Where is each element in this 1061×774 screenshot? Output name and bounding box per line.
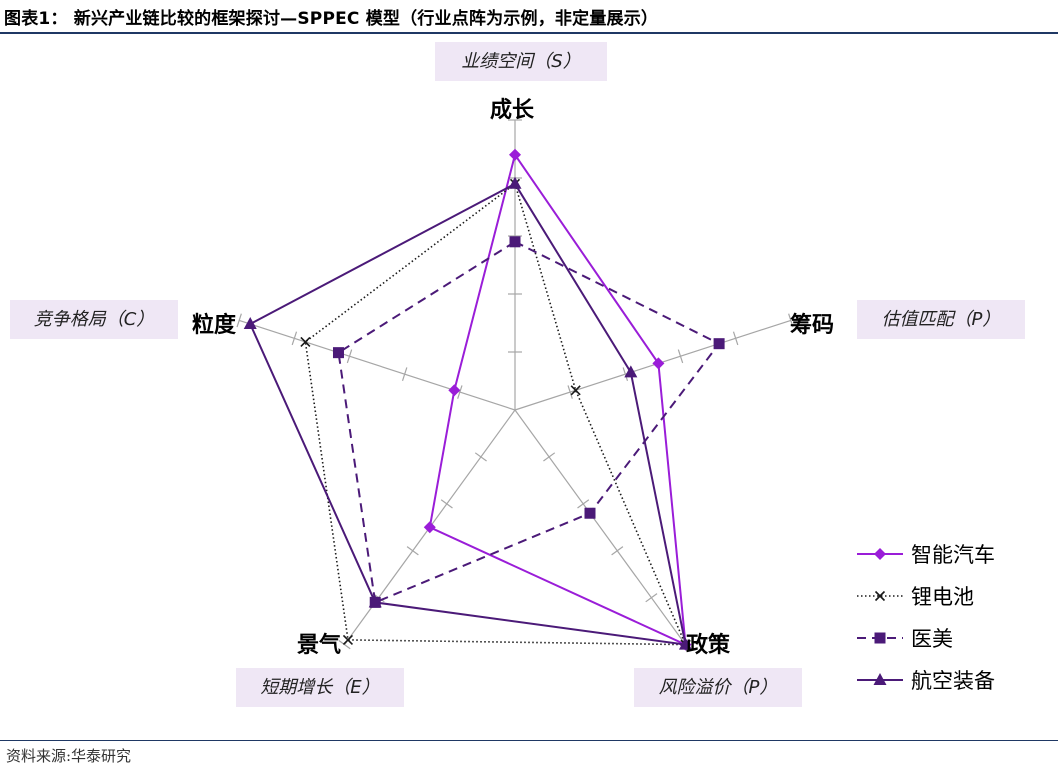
- radar-axis-tick: [346, 349, 353, 364]
- dimension-box-bottom-right: 风险溢价（P）: [634, 668, 802, 707]
- radar-axis-tick: [338, 640, 351, 650]
- radar-axis-line: [514, 409, 686, 645]
- radar-point: [448, 384, 461, 397]
- radar-axis-tick: [732, 331, 739, 346]
- radar-axis-tick: [611, 546, 624, 556]
- legend-swatch-marker: [874, 590, 886, 602]
- legend-label: 智能汽车: [911, 543, 995, 567]
- radar-series-3: [243, 176, 692, 650]
- legend-label: 锂电池: [911, 585, 974, 609]
- legend-swatch-0: [857, 548, 903, 560]
- radar-point: [243, 316, 257, 329]
- radar-axis-tick: [236, 313, 242, 328]
- dimension-box-right: 估值匹配（P）: [857, 300, 1025, 339]
- bottom-rule: [0, 740, 1058, 741]
- top-rule: [0, 32, 1058, 34]
- radar-axis-tick: [474, 452, 487, 462]
- radar-point: [570, 385, 581, 396]
- radar-axis-tick: [577, 499, 590, 509]
- radar-point: [713, 338, 725, 350]
- radar-series-1: [300, 178, 691, 650]
- radar-point: [509, 236, 521, 248]
- legend-swatch-marker: [874, 548, 886, 560]
- radar-series-line: [248, 182, 687, 646]
- legend-swatch-marker: [873, 673, 887, 685]
- legend-swatch-3: [857, 673, 903, 685]
- legend-swatch-1: [857, 590, 903, 602]
- radar-point: [584, 507, 596, 519]
- source-note: 资料来源:华泰研究: [6, 747, 132, 765]
- radar-axis-tick: [622, 367, 629, 381]
- radar-point: [678, 637, 692, 650]
- dimension-box-bottom-left: 短期增长（E）: [236, 668, 404, 707]
- radar-axis-line: [514, 319, 791, 411]
- legend-label: 航空装备: [911, 669, 995, 693]
- radar-axis-tick: [401, 367, 408, 381]
- radar-axis-tick: [788, 313, 794, 328]
- radar-axis-tick: [567, 385, 573, 399]
- legend-item: 医美: [855, 617, 1055, 659]
- radar-point: [652, 357, 665, 370]
- axis-label-policy: 政策: [686, 633, 731, 658]
- radar-axis-tick: [440, 499, 453, 509]
- radar-point: [508, 176, 522, 189]
- legend: 智能汽车 锂电池 医美 航空装备: [855, 533, 1055, 701]
- radar-series-0: [423, 148, 692, 651]
- legend-swatch-2: [857, 632, 903, 644]
- axis-label-chips: 筹码: [790, 313, 835, 338]
- legend-label: 医美: [911, 627, 953, 651]
- dimension-box-left: 竞争格局（C）: [10, 300, 178, 339]
- radar-axis-tick: [677, 349, 684, 364]
- radar-series-2: [332, 236, 725, 608]
- legend-item: 智能汽车: [855, 533, 1055, 575]
- legend-swatch-marker: [874, 632, 886, 644]
- radar-axis-tick: [543, 452, 556, 462]
- dimension-box-top: 业绩空间（S）: [435, 42, 607, 81]
- radar-point: [368, 595, 382, 608]
- radar-series-line: [337, 240, 721, 604]
- radar-axis-tick: [457, 385, 463, 399]
- legend-item: 锂电池: [855, 575, 1055, 617]
- radar-point: [332, 347, 344, 359]
- radar-point: [300, 336, 311, 347]
- axis-label-growth: 成长: [490, 98, 535, 123]
- figure-title: 图表1： 新兴产业链比较的框架探讨—SPPEC 模型（行业点阵为示例，非定量展示…: [4, 9, 659, 29]
- radar-axis-tick: [645, 593, 658, 603]
- radar-axis-tick: [406, 546, 419, 556]
- radar-axis-tick: [291, 331, 298, 346]
- axis-label-prosperity: 景气: [297, 633, 342, 658]
- radar-point: [624, 365, 638, 378]
- radar-point: [509, 148, 521, 161]
- radar-axis-line: [239, 319, 516, 411]
- radar-point: [423, 521, 436, 534]
- axis-label-granularity: 粒度: [192, 313, 237, 338]
- radar-series-line: [304, 182, 687, 646]
- legend-item: 航空装备: [855, 659, 1055, 701]
- radar-point: [342, 634, 354, 645]
- radar-series-line: [428, 152, 687, 647]
